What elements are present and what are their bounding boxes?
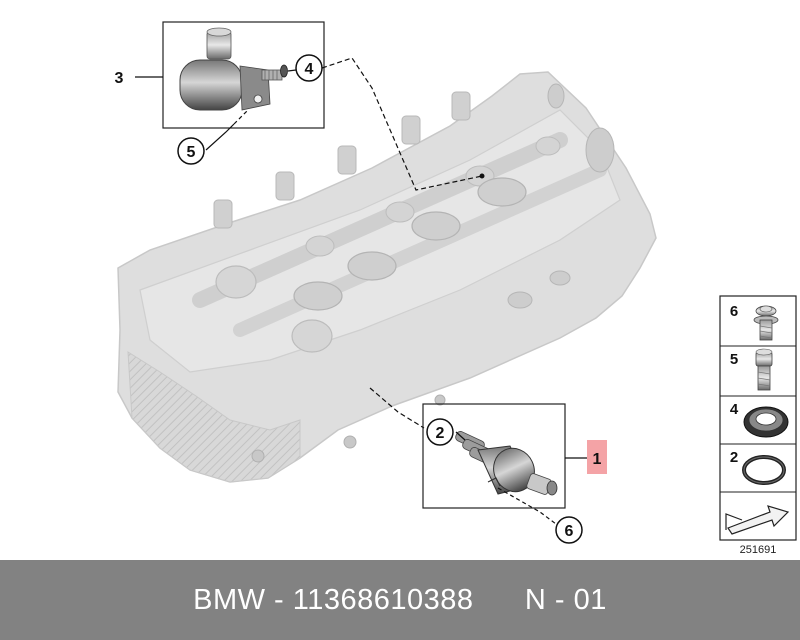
callout-3-label: 3 bbox=[115, 70, 124, 87]
footer-page: N - 01 bbox=[524, 583, 607, 616]
o-ring-icon bbox=[742, 455, 786, 485]
callout-4-label: 4 bbox=[305, 61, 314, 78]
footer-part-number: 11368610388 bbox=[292, 583, 474, 616]
footer-bar: BMW - 11368610388 N - 01 bbox=[0, 560, 800, 640]
legend-number: 2 bbox=[730, 449, 738, 466]
solenoid-valve-top bbox=[179, 27, 283, 111]
callout-1-label: 1 bbox=[593, 451, 602, 468]
footer-spacer bbox=[474, 584, 525, 617]
inset-frame-bottom bbox=[422, 403, 566, 509]
diagram-reference-number: 251691 bbox=[740, 544, 777, 556]
footer-separator: - bbox=[265, 583, 293, 616]
callout-4: 4 bbox=[295, 54, 323, 82]
callout-1-highlighted: 1 bbox=[587, 440, 607, 474]
legend-row-2: 2 bbox=[730, 449, 786, 485]
callout-2: 2 bbox=[426, 418, 454, 446]
legend-row-6: 6 bbox=[730, 303, 779, 341]
legend-row-4: 4 bbox=[730, 401, 789, 438]
legend-panel: 6 5 bbox=[719, 295, 797, 556]
legend-number: 5 bbox=[730, 351, 738, 368]
parts-diagram: 3 4 5 2 6 1 6 bbox=[115, 21, 797, 556]
solenoid-valve-bottom bbox=[455, 431, 558, 496]
callout-5-label: 5 bbox=[187, 144, 196, 161]
legend-number: 4 bbox=[730, 401, 739, 418]
shaft-seal-ring-icon bbox=[743, 406, 789, 438]
callout-6: 6 bbox=[555, 516, 583, 544]
legend-row-5: 5 bbox=[730, 348, 773, 391]
legend-number: 6 bbox=[730, 303, 738, 320]
callout-5: 5 bbox=[177, 137, 205, 165]
leader-lines bbox=[135, 57, 588, 525]
callout-6-label: 6 bbox=[565, 523, 574, 540]
inset-frame-top bbox=[162, 21, 325, 129]
cylinder-head-illustration bbox=[117, 71, 657, 483]
assembly-arrow-icon bbox=[725, 505, 790, 535]
torx-screw-with-washer-icon bbox=[753, 305, 779, 341]
socket-head-screw-icon bbox=[755, 348, 773, 391]
footer-brand: BMW bbox=[193, 583, 266, 616]
callout-2-label: 2 bbox=[436, 425, 445, 442]
seal-ring-part bbox=[280, 64, 288, 78]
callout-3: 3 bbox=[115, 70, 124, 87]
